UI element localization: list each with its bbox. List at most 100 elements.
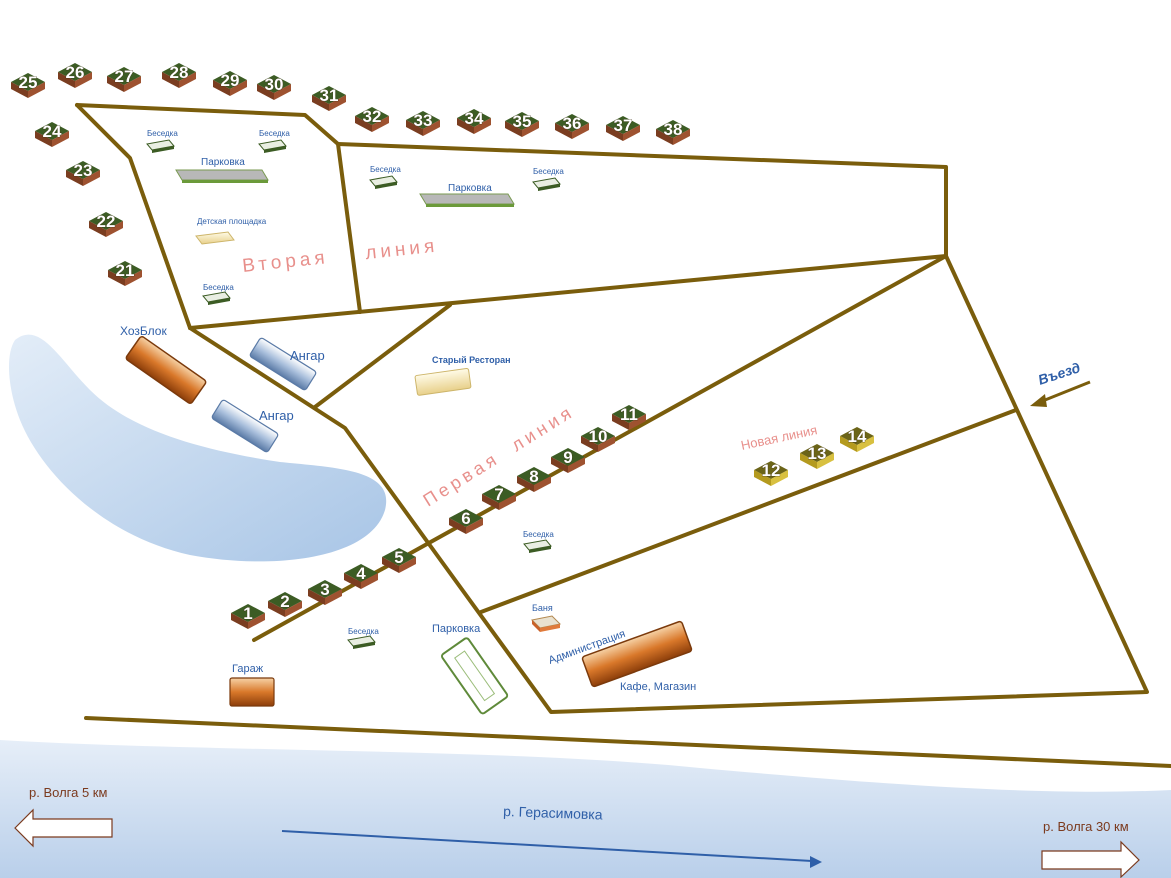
plot-number-27: 27 [115,67,134,86]
plot-face [268,601,285,617]
entrance-arrow-icon [1030,380,1091,407]
plot-33[interactable]: 33 [406,111,440,136]
cafe-shop-label: Кафе, Магазин [620,681,696,693]
banya-building[interactable] [530,615,562,632]
plot-2[interactable]: 2 [268,592,302,617]
gazebo-3[interactable]: Беседка [369,165,401,189]
administration-building[interactable] [581,620,693,688]
plot-25[interactable]: 25 [11,73,45,98]
plot-number-21: 21 [116,261,135,280]
plot-23[interactable]: 23 [66,161,100,186]
plot-face [534,476,551,492]
plot-14[interactable]: 14 [840,427,874,452]
plot-number-37: 37 [614,116,633,135]
plot-8[interactable]: 8 [517,467,551,492]
plot-9[interactable]: 9 [551,448,585,473]
plot-4[interactable]: 4 [344,564,378,589]
plot-face [308,589,325,605]
gazebo-7[interactable]: Беседка [347,627,379,649]
plot-face [505,121,522,137]
gazebo-2[interactable]: Беседка [258,129,290,153]
plot-12[interactable]: 12 [754,461,788,486]
plot-37[interactable]: 37 [606,116,640,141]
banya-label: Баня [532,603,553,613]
plot-face [66,170,83,186]
plot-30[interactable]: 30 [257,75,291,100]
parking-top-right[interactable] [419,193,515,207]
gazebo-side [208,298,230,305]
plot-face [107,76,124,92]
plot-face [52,131,69,147]
volga-right-label: р. Волга 30 км [1043,819,1129,834]
plot-face [623,125,640,141]
plot-5[interactable]: 5 [382,548,416,573]
plot-face [361,573,378,589]
plot-face [840,436,857,452]
angar-2-building[interactable] [211,399,279,453]
plot-number-28: 28 [170,63,189,82]
gazebo-side [375,182,397,189]
plot-13[interactable]: 13 [800,444,834,469]
parking-top-left[interactable] [175,169,269,183]
plot-face [771,470,788,486]
playground[interactable] [195,231,235,245]
plot-number-3: 3 [320,580,329,599]
plot-face [800,453,817,469]
hozblok-building[interactable] [125,336,207,405]
gazebo-4[interactable]: Беседка [532,167,564,191]
plot-21[interactable]: 21 [108,261,142,286]
gazebo-1[interactable]: Беседка [146,129,178,153]
plot-26[interactable]: 26 [58,63,92,88]
plot-face [606,125,623,141]
plot-face [231,613,248,629]
plot-number-14: 14 [848,427,867,446]
plot-face [629,414,646,430]
plot-3[interactable]: 3 [308,580,342,605]
plot-27[interactable]: 27 [107,67,141,92]
plot-number-26: 26 [66,63,85,82]
plot-22[interactable]: 22 [89,212,123,237]
gazebo-label: Беседка [259,129,290,138]
volga-left-arrow-icon[interactable] [14,808,113,848]
plot-face [89,221,106,237]
old-restaurant-building[interactable] [414,367,472,396]
plot-38[interactable]: 38 [656,120,690,145]
plot-1[interactable]: 1 [231,604,265,629]
plot-7[interactable]: 7 [482,485,516,510]
river-gerasimovka [0,740,1171,878]
plot-11[interactable]: 11 [612,405,646,430]
plot-face [572,123,589,139]
plot-face [11,82,28,98]
plot-face [555,123,572,139]
garage-building[interactable] [229,677,275,707]
plot-face [474,118,491,134]
plot-number-30: 30 [265,75,284,94]
gazebo-6[interactable]: Беседка [523,530,554,553]
parking-bottom[interactable] [440,637,509,715]
plot-28[interactable]: 28 [162,63,196,88]
plot-face [423,120,440,136]
plot-36[interactable]: 36 [555,114,589,139]
plot-31[interactable]: 31 [312,86,346,111]
plot-number-9: 9 [563,448,572,467]
plot-10[interactable]: 10 [581,427,615,452]
parking-top-left-label: Парковка [201,157,245,168]
entrance-label: Въезд [1036,359,1083,388]
gazebo-5[interactable]: Беседка [202,283,234,305]
plot-number-35: 35 [513,112,532,131]
plot-24[interactable]: 24 [35,122,69,147]
old-restaurant-label: Старый Ресторан [432,355,511,365]
plot-29[interactable]: 29 [213,71,247,96]
plot-35[interactable]: 35 [505,112,539,137]
gazebo-side [152,146,174,153]
plot-number-13: 13 [808,444,827,463]
plot-6[interactable]: 6 [449,509,483,534]
plot-number-4: 4 [356,564,366,583]
plot-32[interactable]: 32 [355,107,389,132]
plot-34[interactable]: 34 [457,109,491,134]
volga-right-arrow-icon[interactable] [1041,840,1140,878]
plot-face [598,436,615,452]
plot-face [355,116,372,132]
plot-number-7: 7 [494,485,503,504]
angar-1-building[interactable] [249,337,317,391]
